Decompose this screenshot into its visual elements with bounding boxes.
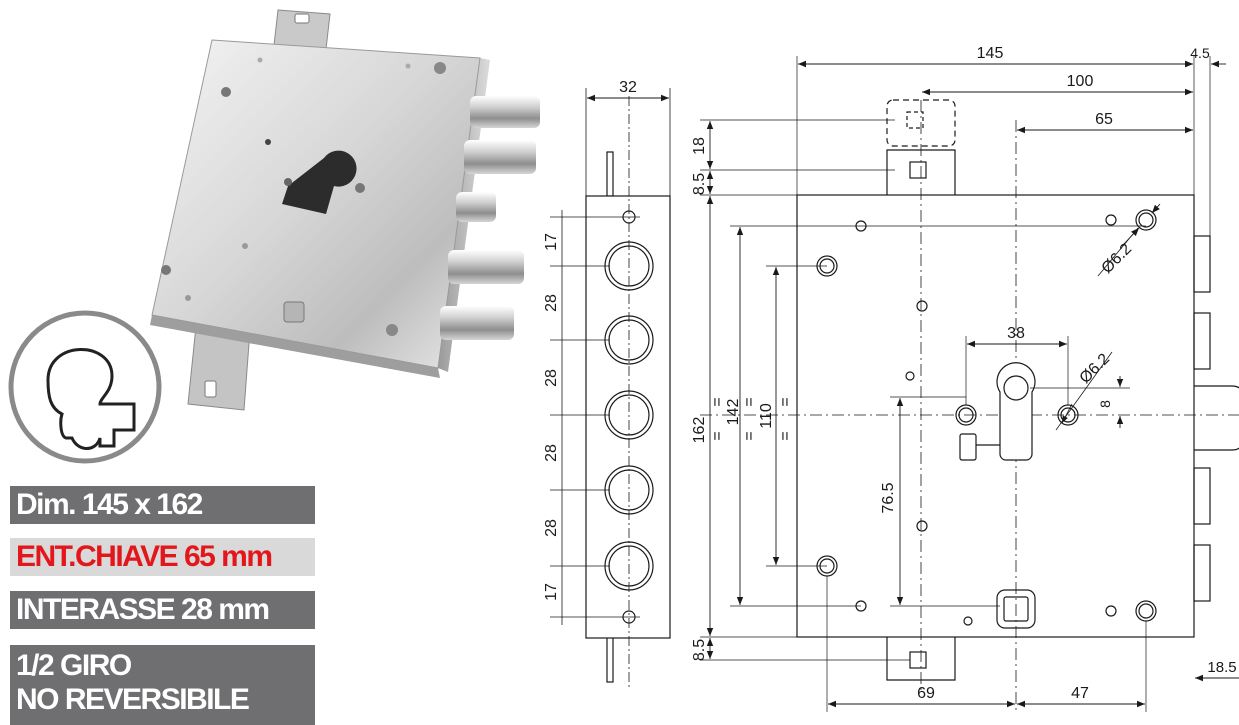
dim-top-8-5: 8.5 bbox=[691, 173, 708, 195]
dim-side-28-a: 28 bbox=[543, 294, 560, 312]
dimension-label: Dim. 145 x 162 bbox=[10, 486, 315, 524]
dim-side-28-b: 28 bbox=[543, 369, 560, 387]
dim-eq-110-a: = bbox=[777, 397, 794, 406]
dim-overall-width: 145 bbox=[977, 45, 1004, 62]
dim-eq-162-b: = bbox=[709, 431, 726, 440]
front-view bbox=[700, 99, 1239, 712]
backset-label: ENT.CHIAVE 65 mm bbox=[10, 538, 315, 576]
lock-render bbox=[150, 9, 540, 411]
side-view bbox=[550, 88, 671, 690]
turn-type-line2: NO REVERSIBILE bbox=[16, 683, 250, 716]
dim-bolt-18-5: 18.5 bbox=[1207, 659, 1236, 676]
dim-bottom-8-5: 8.5 bbox=[691, 639, 708, 661]
dim-bottom-69: 69 bbox=[917, 685, 935, 702]
dim-top-18: 18 bbox=[691, 137, 708, 155]
turn-type-label: 1/2 GIRO NO REVERSIBILE bbox=[10, 645, 315, 725]
lock-bolts bbox=[440, 96, 540, 340]
euro-cylinder-icon bbox=[8, 310, 162, 464]
dim-height-76-5: 76.5 bbox=[880, 482, 897, 513]
dim-side-width: 32 bbox=[619, 79, 637, 96]
dim-eq-142-b: = bbox=[741, 431, 758, 440]
turn-type-line1: 1/2 GIRO bbox=[16, 649, 132, 682]
dim-cyl-spacing: 38 bbox=[1007, 325, 1025, 342]
dim-height-142: 142 bbox=[725, 399, 742, 426]
dim-cyl-offset: 8 bbox=[1097, 400, 1113, 408]
dim-bottom-47: 47 bbox=[1071, 685, 1089, 702]
dim-side-28-d: 28 bbox=[543, 519, 560, 537]
side-view-dimensions: 32 17 28 28 28 28 17 bbox=[543, 79, 637, 601]
dim-eq-142-a: = bbox=[741, 397, 758, 406]
dim-side-17-top: 17 bbox=[543, 233, 560, 251]
front-view-dimension-lines bbox=[700, 56, 1239, 712]
dim-width-100: 100 bbox=[1067, 73, 1094, 90]
dim-height-110: 110 bbox=[758, 403, 775, 429]
dim-eq-110-b: = bbox=[777, 431, 794, 440]
dim-backset: 65 bbox=[1095, 111, 1113, 128]
dim-eq-162-a: = bbox=[709, 397, 726, 406]
dim-side-28-c: 28 bbox=[543, 444, 560, 462]
dim-side-17-bottom: 17 bbox=[543, 583, 560, 601]
dim-thickness: 4.5 bbox=[1190, 45, 1210, 61]
interaxis-label: INTERASSE 28 mm bbox=[10, 591, 315, 629]
dim-height-162: 162 bbox=[691, 417, 708, 444]
